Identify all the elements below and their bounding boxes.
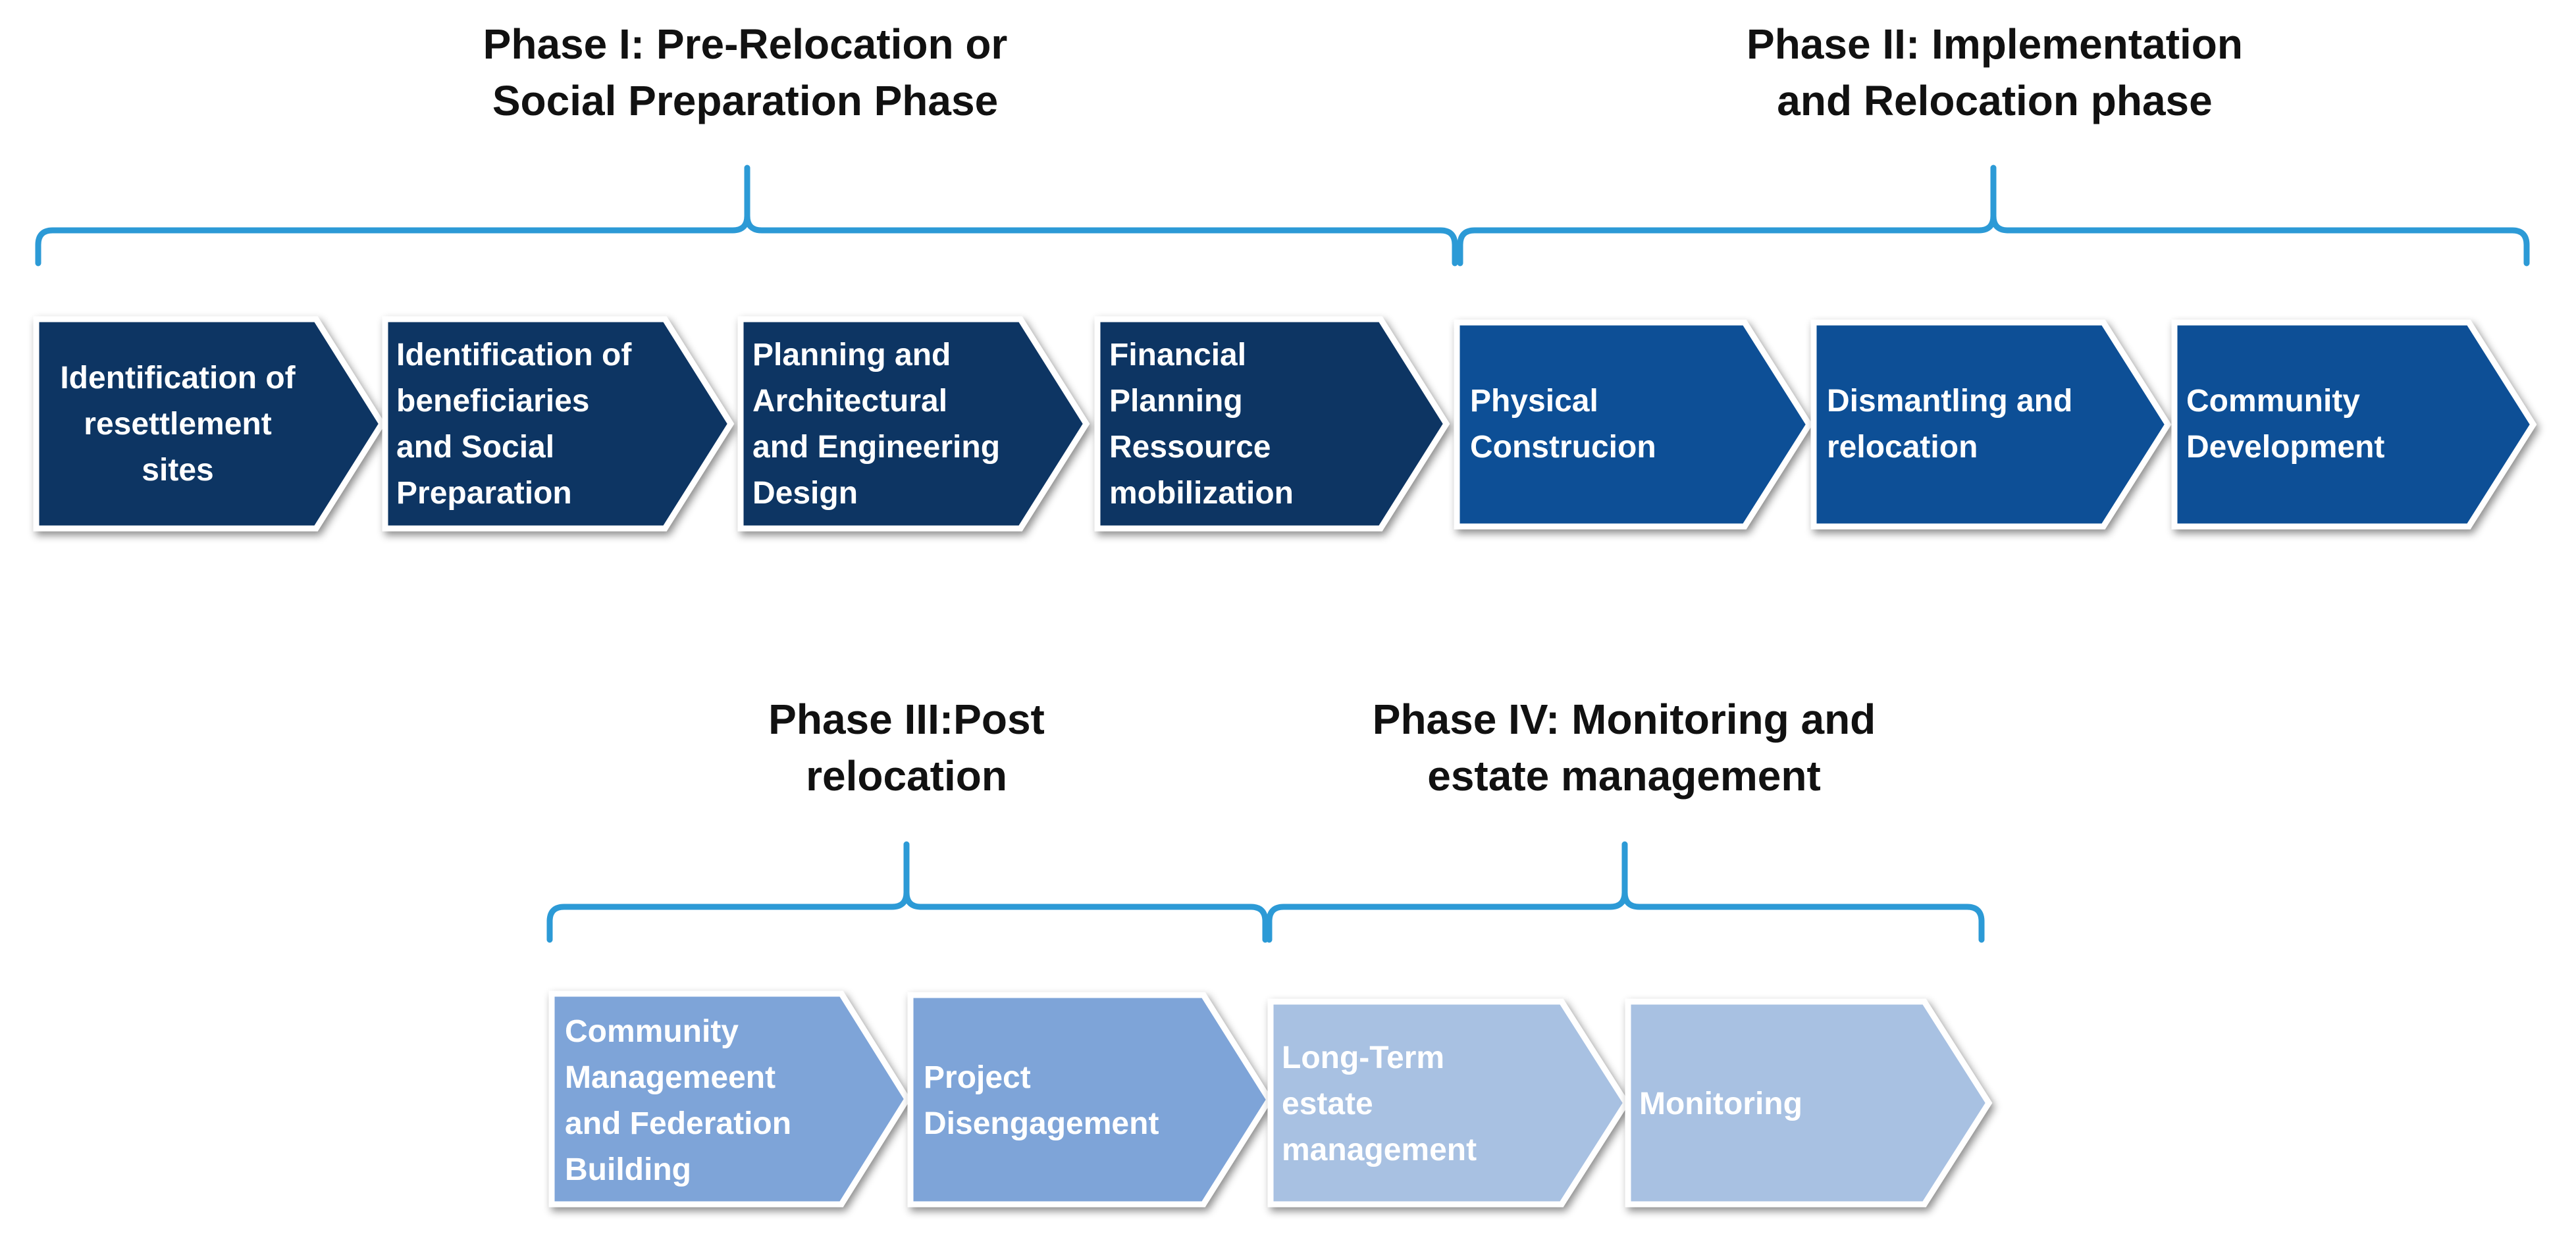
phase-1-bracket bbox=[35, 165, 1458, 267]
step-4-line-1: Financial bbox=[1109, 338, 1247, 372]
step-7-label: Community Development bbox=[2186, 322, 2463, 526]
chevron-step-8 bbox=[548, 990, 911, 1208]
step-1-line-2: resettlement bbox=[84, 407, 272, 442]
step-9-label: Project Disengagement bbox=[924, 997, 1200, 1204]
phase-1-title-line-1: Phase I: Pre-Relocation or bbox=[483, 20, 1008, 68]
step-6-line-1: Dismantling and bbox=[1827, 384, 2073, 419]
step-9-line-1: Project bbox=[924, 1060, 1031, 1095]
step-5-line-1: Physical bbox=[1470, 384, 1598, 419]
step-10-line-1: Long-Term bbox=[1282, 1040, 1445, 1075]
step-8-line-3: and Federation bbox=[565, 1106, 792, 1141]
chevron-step-7 bbox=[2171, 319, 2537, 530]
phase-4-title-line-2: estate management bbox=[1427, 752, 1821, 800]
step-2-line-3: and Social bbox=[396, 430, 555, 465]
phase-4-title-line-1: Phase IV: Monitoring and bbox=[1372, 696, 1876, 743]
phase-3-title: Phase III:Post relocation bbox=[709, 691, 1104, 804]
step-1-label: Identification of resettlement sites bbox=[39, 322, 316, 526]
step-10-line-2: estate bbox=[1282, 1086, 1373, 1121]
phase-3-title-line-1: Phase III:Post bbox=[768, 696, 1045, 743]
step-5-line-2: Construcion bbox=[1470, 430, 1656, 465]
chevron-step-11 bbox=[1625, 998, 1993, 1208]
step-6-label: Dismantling and relocation bbox=[1827, 322, 2103, 526]
step-11-label: Monitoring bbox=[1639, 1004, 1916, 1204]
chevron-step-4 bbox=[1094, 316, 1450, 532]
chevron-step-2 bbox=[382, 316, 735, 532]
step-4-line-2: Planning bbox=[1109, 384, 1243, 419]
step-8-line-1: Community bbox=[565, 1013, 739, 1049]
phase-2-title-line-2: and Relocation phase bbox=[1777, 77, 2213, 124]
step-11-line-1: Monitoring bbox=[1639, 1086, 1802, 1121]
chevron-step-1 bbox=[33, 316, 386, 532]
chevron-step-5 bbox=[1454, 319, 1813, 530]
step-2-label: Identification of beneficiaries and Soci… bbox=[396, 322, 673, 526]
step-10-label: Long-Term estate management bbox=[1282, 1004, 1558, 1204]
phase-1-title-line-2: Social Preparation Phase bbox=[492, 77, 999, 124]
phase-3-bracket bbox=[546, 841, 1269, 943]
step-3-label: Planning and Architectural and Engineeri… bbox=[752, 322, 1029, 526]
chevron-step-9 bbox=[907, 992, 1273, 1208]
step-3-line-4: Design bbox=[752, 476, 858, 511]
step-10-line-3: management bbox=[1282, 1132, 1477, 1167]
step-2-line-1: Identification of bbox=[396, 338, 632, 372]
phase-4-bracket bbox=[1266, 841, 1985, 943]
phase-3-title-line-2: relocation bbox=[806, 752, 1007, 800]
step-2-line-4: Preparation bbox=[396, 476, 572, 511]
step-4-line-4: mobilization bbox=[1109, 476, 1294, 511]
step-1-line-1: Identification of bbox=[60, 361, 296, 396]
step-8-label: Community Managemeent and Federation Bui… bbox=[565, 997, 841, 1204]
phase-1-title: Phase I: Pre-Relocation or Social Prepar… bbox=[416, 16, 1074, 129]
step-4-label: Financial Planning Ressource mobilizatio… bbox=[1109, 322, 1386, 526]
step-5-label: Physical Construcion bbox=[1470, 322, 1747, 526]
phase-4-title: Phase IV: Monitoring and estate manageme… bbox=[1295, 691, 1953, 804]
step-8-line-4: Building bbox=[565, 1152, 691, 1187]
chevron-step-6 bbox=[1810, 319, 2172, 530]
phase-2-bracket bbox=[1457, 165, 2530, 267]
step-9-line-2: Disengagement bbox=[924, 1106, 1159, 1141]
step-1-line-3: sites bbox=[142, 453, 214, 488]
chevron-step-3 bbox=[737, 316, 1090, 532]
step-7-line-1: Community bbox=[2186, 384, 2360, 419]
step-3-line-1: Planning and bbox=[752, 338, 951, 372]
step-8-line-2: Managemeent bbox=[565, 1060, 776, 1095]
chevron-step-10 bbox=[1267, 998, 1630, 1208]
step-6-line-2: relocation bbox=[1827, 430, 1978, 465]
step-7-line-2: Development bbox=[2186, 430, 2385, 465]
step-3-line-2: Architectural bbox=[752, 384, 948, 419]
step-4-line-3: Ressource bbox=[1109, 430, 1271, 465]
phase-2-title-line-1: Phase II: Implementation bbox=[1747, 20, 2243, 68]
step-2-line-2: beneficiaries bbox=[396, 384, 590, 419]
step-3-line-3: and Engineering bbox=[752, 430, 1001, 465]
phase-2-title: Phase II: Implementation and Relocation … bbox=[1666, 16, 2324, 129]
